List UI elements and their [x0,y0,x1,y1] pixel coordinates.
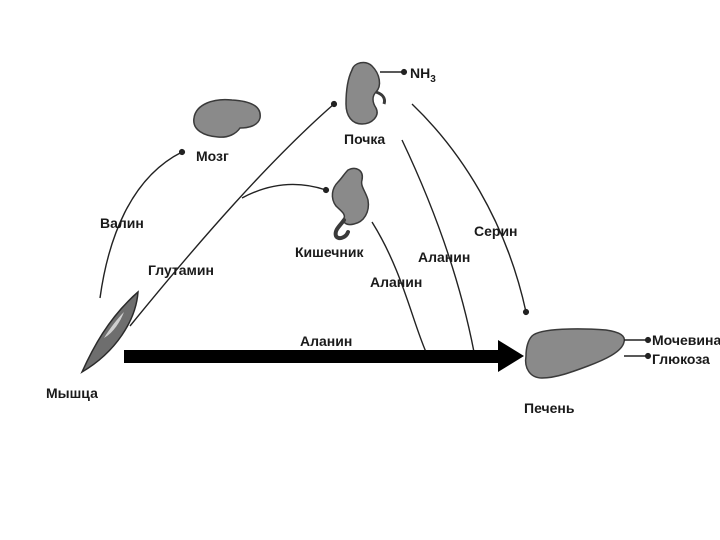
brain-shape [193,98,261,138]
muscle-label: Мышца [46,385,98,401]
alanine-kidney-label: Аланин [418,249,470,265]
intestine-shape [331,167,370,226]
valine-arrow [99,148,186,299]
valine-label: Валин [100,215,144,231]
liver-label: Печень [524,400,575,416]
serine-label: Серин [474,223,518,239]
ureter-shape [375,90,386,105]
alanine-kidney-arrow [401,139,475,353]
serine-arrow [411,103,530,316]
duodenum-shape [333,218,350,241]
brain-label: Мозг [196,148,229,164]
nh3-main: NH [410,65,430,81]
urea-label: Мочевина [652,332,720,348]
glutamine-arrow [129,100,338,327]
main-alanine-arrow-shaft [124,350,500,363]
muscle-highlight [104,312,124,338]
main-alanine-arrow-head [498,340,524,372]
nh3-label: NH3 [410,65,436,85]
nh3-subscript: 3 [430,74,436,85]
glucose-label: Глюкоза [652,351,710,367]
intestine-label: Кишечник [295,244,364,260]
glutamine-label: Глутамин [148,262,214,278]
glutamine-to-intestine-arrow [241,183,330,199]
alanine-intestine-arrow [371,221,427,353]
liver-shape [524,328,626,379]
alanine-intestine-label: Аланин [370,274,422,290]
kidney-label: Почка [344,131,385,147]
alanine-muscle-label: Аланин [300,333,352,349]
kidney-shape [345,61,381,125]
